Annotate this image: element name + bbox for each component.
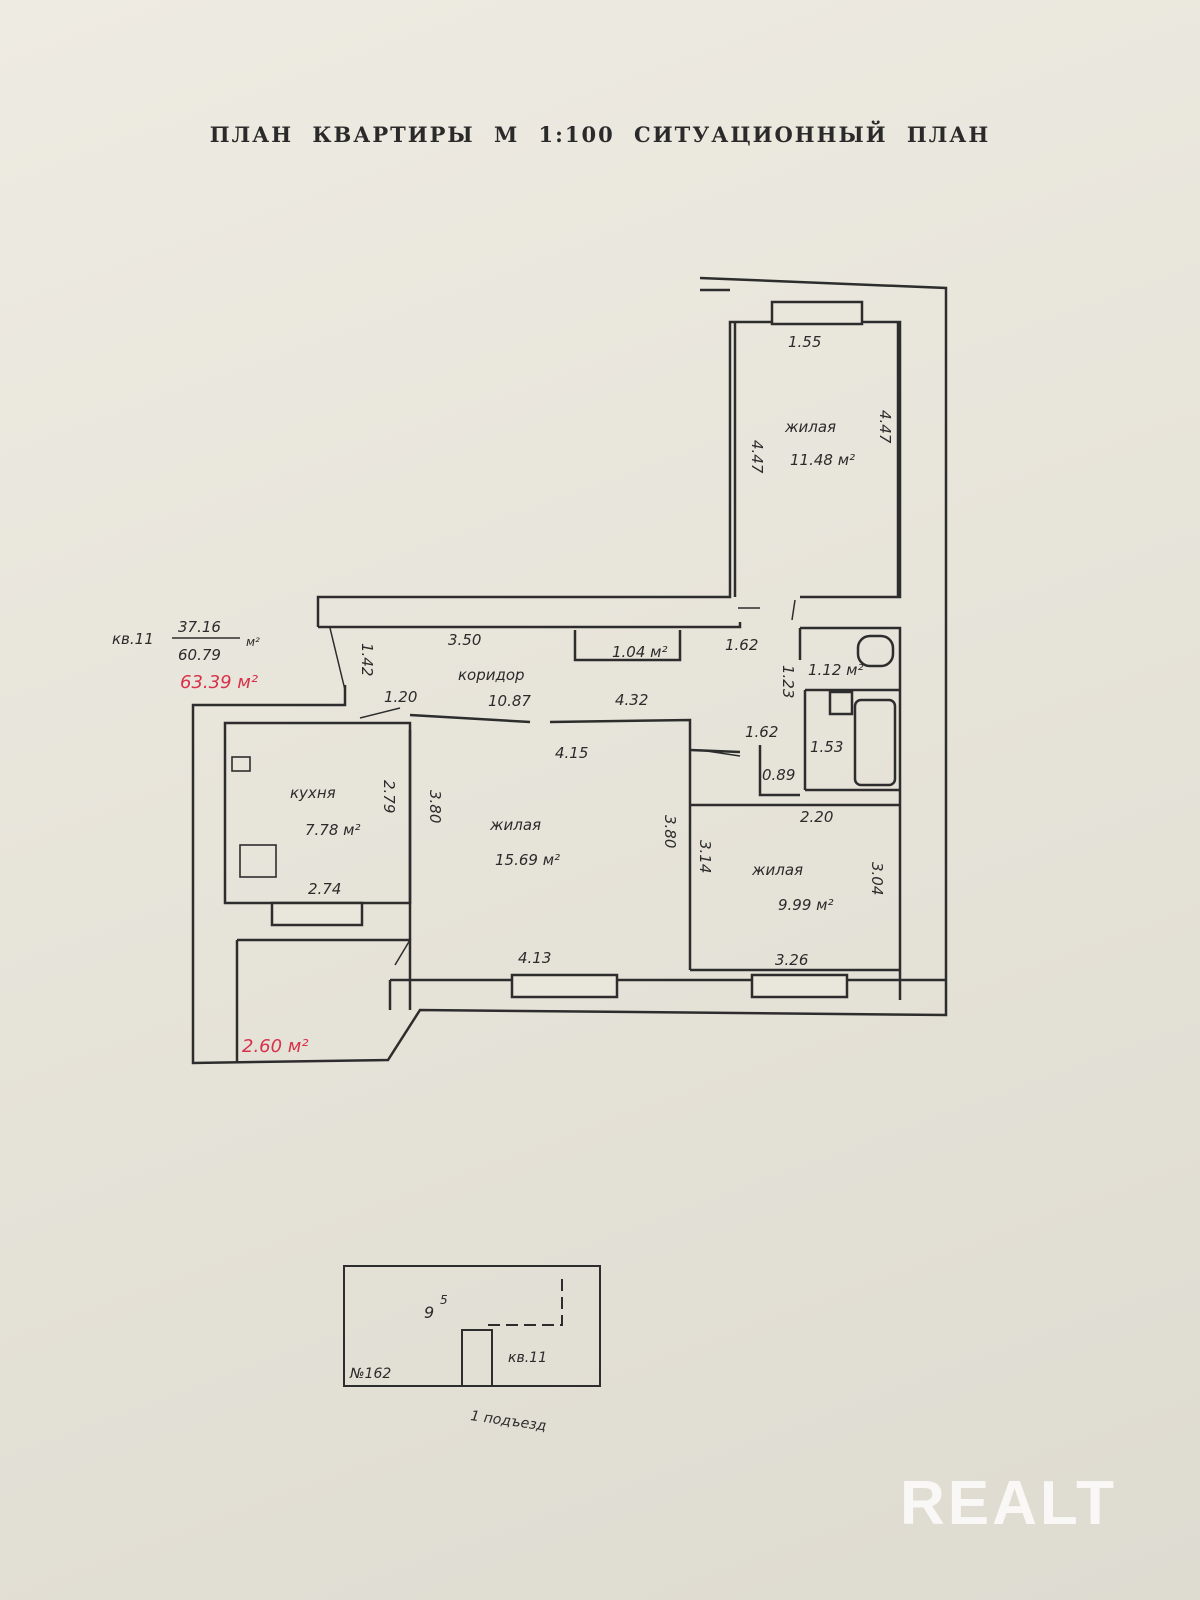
apartment-label: кв.11	[112, 630, 154, 648]
label-living-small-name: жилая	[751, 861, 803, 879]
upper-wall	[316, 320, 902, 627]
kitchen-sink	[231, 756, 251, 772]
plan-walls	[191, 276, 948, 1065]
situation-plan: №162 9 5 кв.11 1 подъезд	[343, 1265, 601, 1435]
dim-corridor-seg1: 4.32	[615, 691, 648, 709]
closet-wall	[573, 630, 682, 662]
dim-bath-width: 1.53	[810, 738, 843, 756]
dim-hall-w2: 1.62	[745, 723, 778, 741]
page-title: ПЛАН КВАРТИРЫ М 1:100 СИТУАЦИОННЫЙ ПЛАН	[209, 122, 991, 147]
situation-entrance-label: 1 подъезд	[469, 1408, 547, 1434]
dim-living-small-right: 3.04	[868, 862, 886, 895]
situation-floor: 9	[424, 1303, 434, 1322]
dim-corridor-entry: 1.20	[384, 688, 417, 706]
dim-corridor-width: 3.50	[448, 631, 481, 649]
dim-living-big-bottom: 4.13	[518, 949, 551, 967]
dim-kitchen-side: 2.79	[380, 780, 398, 813]
dim-living-small-bottom: 3.26	[775, 951, 808, 969]
situation-apartment-marker	[488, 1278, 563, 1326]
toilet	[856, 634, 895, 668]
label-wc-area: 1.12 м²	[808, 661, 864, 679]
stove	[239, 844, 277, 878]
situation-building: №162	[349, 1366, 391, 1382]
label-bedroom-top-name: жилая	[784, 418, 836, 436]
label-corridor-area: 10.87	[488, 692, 531, 710]
situation-apartment: кв.11	[508, 1350, 547, 1366]
apartment-area-annotation: кв.11 37.16 60.79 м² 63.39 м²	[112, 618, 260, 693]
window-kitchen	[270, 901, 364, 927]
situation-floor-sub: 5	[440, 1293, 448, 1307]
dim-kitchen-width: 2.74	[308, 880, 341, 898]
dim-living-big-top: 4.15	[555, 744, 588, 762]
label-closet-area: 1.04 м²	[612, 643, 668, 661]
label-corridor-name: коридор	[458, 666, 525, 684]
dim-living-big-right: 3.80	[661, 815, 679, 848]
label-kitchen-area: 7.78 м²	[305, 821, 361, 839]
dim-living-small-left: 3.14	[696, 840, 714, 873]
label-living-big-area: 15.69 м²	[495, 851, 560, 869]
label-living-big-name: жилая	[489, 816, 541, 834]
situation-entrance	[461, 1329, 493, 1387]
window-top	[770, 300, 864, 326]
apartment-total-area: 60.79	[178, 646, 221, 664]
label-bedroom-top-area: 11.48 м²	[790, 451, 855, 469]
dim-bedroom-top-width: 1.55	[788, 333, 821, 351]
sink	[828, 690, 854, 716]
dim-corridor-side: 1.42	[358, 643, 376, 676]
window-living-big	[510, 973, 619, 999]
dim-bath-small: 0.89	[762, 766, 795, 784]
dim-hall-w1: 1.62	[725, 636, 758, 654]
realt-watermark: REALT	[900, 1469, 1118, 1538]
dim-hall-side: 1.23	[779, 665, 797, 698]
dim-bedroom-top-right: 4.47	[876, 410, 894, 444]
dim-living-big-left: 3.80	[426, 790, 444, 823]
label-living-small-area: 9.99 м²	[778, 896, 834, 914]
bathtub	[853, 698, 897, 787]
label-kitchen-name: кухня	[290, 784, 336, 802]
balcony-area: 2.60 м²	[242, 1036, 309, 1057]
dim-living-small-top: 2.20	[800, 808, 833, 826]
apartment-living-area: 37.16	[178, 618, 221, 636]
apartment-total-with-balcony: 63.39 м²	[180, 672, 258, 693]
apartment-area-unit: м²	[246, 635, 260, 649]
window-living-small	[750, 973, 849, 999]
dim-bedroom-top-left: 4.47	[748, 440, 766, 474]
